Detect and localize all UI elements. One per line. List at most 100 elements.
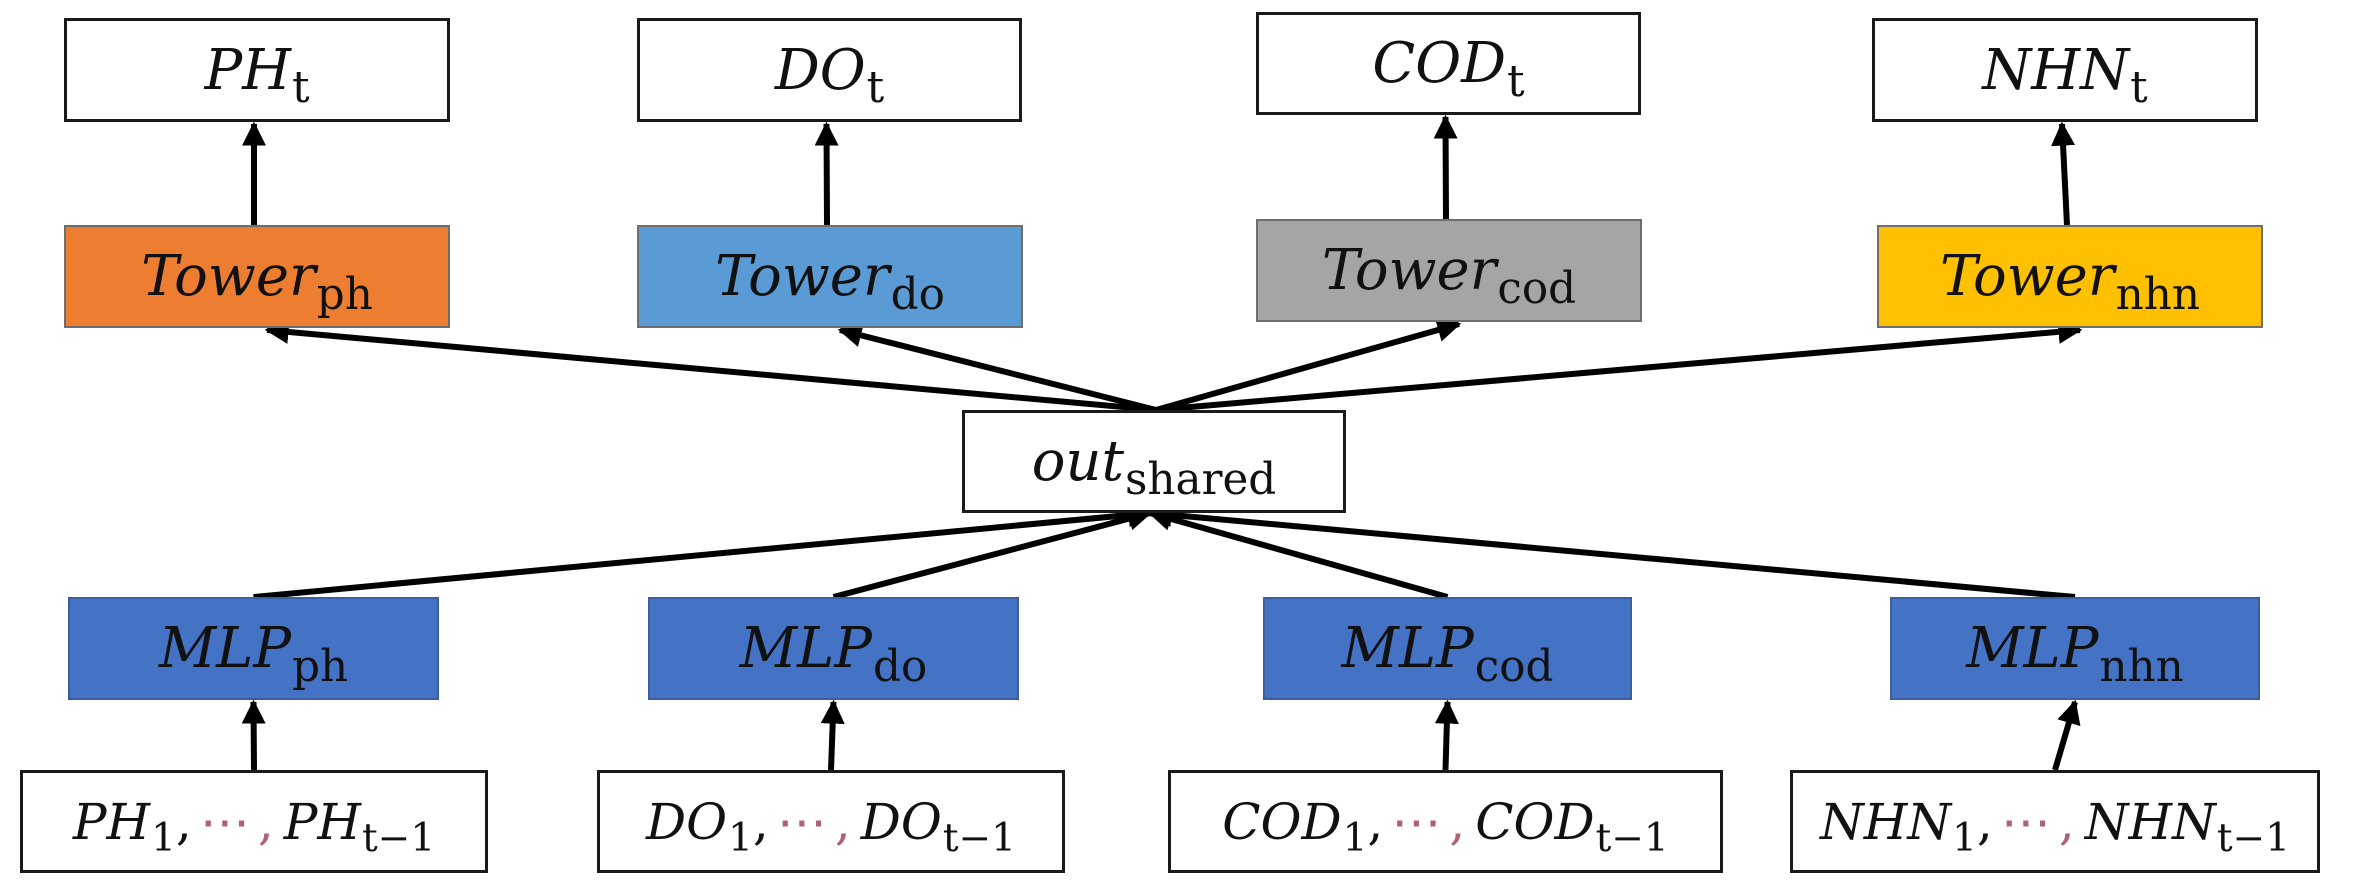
arrow-input-to-mlp-cod bbox=[1434, 699, 1459, 771]
tower-label-ph-subscript: ph bbox=[316, 268, 373, 320]
arrow-shared-to-tower-nhn bbox=[1155, 319, 2083, 413]
input-first-base: NHN bbox=[1819, 792, 1952, 851]
mlp-box-cod: MLPcod bbox=[1263, 597, 1632, 700]
input-ellipsis: ⋯ bbox=[199, 792, 250, 851]
tower-label-nhn: Towernhn bbox=[1940, 244, 2200, 320]
input-first-base: DO bbox=[646, 792, 728, 851]
output-label-ph: PHt bbox=[204, 37, 309, 114]
shared-output-label: outshared bbox=[1031, 429, 1277, 505]
arrow-mlp-to-shared-ph bbox=[253, 503, 1153, 600]
input-first-subscript: 1 bbox=[1342, 815, 1368, 861]
input-last-subscript: t−1 bbox=[1595, 815, 1669, 861]
tower-label-do-subscript: do bbox=[890, 268, 945, 320]
arrow-mlp-to-shared-do bbox=[832, 506, 1153, 600]
input-box-do: DO1,⋯,DOt−1 bbox=[597, 770, 1065, 873]
input-separator: , bbox=[1976, 792, 1993, 851]
input-separator: , bbox=[1367, 792, 1384, 851]
output-label-cod: CODt bbox=[1372, 31, 1524, 107]
output-box-do: DOt bbox=[637, 18, 1022, 122]
mlp-box-do: MLPdo bbox=[648, 597, 1019, 700]
tower-box-nhn: Towernhn bbox=[1877, 225, 2263, 328]
tower-label-cod-subscript: cod bbox=[1497, 262, 1577, 314]
output-box-cod: CODt bbox=[1256, 12, 1641, 115]
output-box-nhn: NHNt bbox=[1872, 18, 2258, 122]
mlp-label-nhn: MLPnhn bbox=[1966, 616, 2184, 692]
mlp-label-cod-base: MLP bbox=[1341, 616, 1474, 681]
tower-label-nhn-subscript: nhn bbox=[2115, 268, 2200, 320]
output-label-ph-base: PH bbox=[204, 37, 291, 103]
arrow-tower-to-output-cod bbox=[1433, 114, 1458, 220]
output-label-do: DOt bbox=[774, 37, 884, 114]
arrow-input-to-mlp-ph bbox=[241, 699, 266, 771]
mlp-label-nhn-subscript: nhn bbox=[2099, 640, 2184, 692]
input-box-cod: COD1,⋯,CODt−1 bbox=[1168, 770, 1723, 873]
mlp-label-cod-subscript: cod bbox=[1474, 640, 1554, 692]
input-separator: , bbox=[2058, 792, 2075, 851]
shared-output-label-subscript: shared bbox=[1125, 453, 1277, 505]
tower-box-cod: Towercod bbox=[1256, 219, 1642, 322]
tower-label-ph: Towerph bbox=[141, 244, 373, 320]
tower-label-ph-base: Tower bbox=[141, 244, 316, 309]
shared-output-box: outshared bbox=[962, 410, 1346, 513]
arrow-tower-to-output-do bbox=[814, 121, 839, 226]
input-separator: , bbox=[1449, 792, 1466, 851]
arrow-input-to-mlp-nhn bbox=[2052, 699, 2081, 771]
input-last-base: NHN bbox=[2084, 792, 2216, 851]
input-ellipsis: ⋯ bbox=[1391, 792, 1442, 851]
input-last-subscript: t−1 bbox=[2216, 815, 2291, 861]
mlp-label-cod: MLPcod bbox=[1341, 616, 1554, 692]
output-label-nhn-subscript: t bbox=[2130, 62, 2148, 114]
input-label-nhn: NHN1,⋯,NHNt−1 bbox=[1819, 792, 2290, 861]
input-label-ph: PH1,⋯,PHt−1 bbox=[72, 792, 435, 861]
mlp-box-ph: MLPph bbox=[68, 597, 439, 700]
output-label-cod-subscript: t bbox=[1507, 55, 1525, 107]
arrow-shared-to-tower-ph bbox=[264, 319, 1157, 413]
input-separator: , bbox=[752, 792, 769, 851]
tower-label-do-base: Tower bbox=[715, 244, 890, 309]
input-first-base: COD bbox=[1222, 792, 1342, 851]
arrow-mlp-to-shared-nhn bbox=[1147, 503, 2076, 600]
input-label-cod: COD1,⋯,CODt−1 bbox=[1222, 792, 1669, 861]
input-last-base: COD bbox=[1475, 792, 1595, 851]
input-label-do: DO1,⋯,DOt−1 bbox=[646, 792, 1016, 861]
input-first-subscript: 1 bbox=[1952, 815, 1977, 861]
output-label-nhn-base: NHN bbox=[1982, 37, 2130, 103]
tower-label-cod: Towercod bbox=[1321, 238, 1576, 314]
mlp-box-nhn: MLPnhn bbox=[1890, 597, 2260, 700]
arrow-mlp-to-shared-cod bbox=[1147, 507, 1449, 600]
mlp-label-ph-subscript: ph bbox=[292, 640, 349, 692]
input-last-base: PH bbox=[283, 792, 361, 851]
input-last-subscript: t−1 bbox=[942, 815, 1016, 861]
input-ellipsis: ⋯ bbox=[776, 792, 827, 851]
input-separator: , bbox=[834, 792, 851, 851]
arrow-shared-to-tower-cod bbox=[1155, 318, 1462, 413]
input-last-subscript: t−1 bbox=[361, 815, 436, 861]
tower-label-cod-base: Tower bbox=[1321, 238, 1497, 303]
output-label-nhn: NHNt bbox=[1982, 37, 2147, 114]
tower-box-ph: Towerph bbox=[64, 225, 450, 328]
output-label-do-base: DO bbox=[774, 37, 866, 103]
input-separator: , bbox=[175, 792, 192, 851]
output-label-do-subscript: t bbox=[866, 62, 885, 114]
input-box-nhn: NHN1,⋯,NHNt−1 bbox=[1790, 770, 2320, 873]
tower-label-do: Towerdo bbox=[715, 244, 945, 320]
arrow-input-to-mlp-do bbox=[820, 699, 845, 771]
output-label-cod-base: COD bbox=[1372, 31, 1507, 96]
input-last-base: DO bbox=[860, 792, 942, 851]
mlp-label-ph-base: MLP bbox=[158, 616, 292, 681]
arrow-shared-to-tower-do bbox=[837, 323, 1157, 413]
output-label-ph-subscript: t bbox=[291, 62, 310, 114]
tower-box-do: Towerdo bbox=[637, 225, 1023, 328]
mlp-label-do-base: MLP bbox=[739, 616, 872, 681]
mlp-label-ph: MLPph bbox=[158, 616, 348, 692]
output-box-ph: PHt bbox=[64, 18, 450, 122]
input-separator: , bbox=[257, 792, 274, 851]
input-box-ph: PH1,⋯,PHt−1 bbox=[20, 770, 488, 873]
input-first-base: PH bbox=[72, 792, 151, 851]
shared-output-label-base: out bbox=[1031, 429, 1125, 494]
mlp-label-do-subscript: do bbox=[872, 640, 928, 692]
mlp-label-do: MLPdo bbox=[739, 616, 927, 692]
